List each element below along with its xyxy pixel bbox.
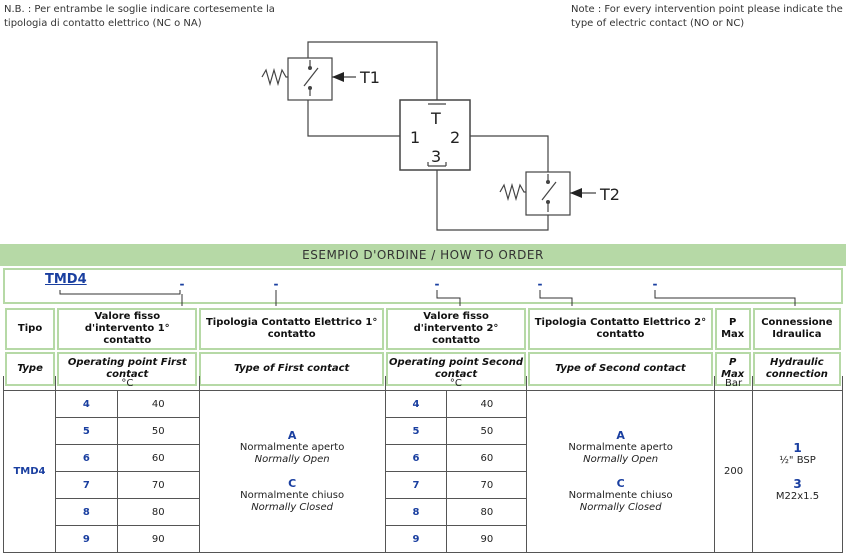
units-blank-4 [752, 376, 843, 391]
point-value-2-row-5: 80 [446, 498, 528, 526]
contact-a-en-2: Normally Open [583, 453, 659, 465]
point-value-1-row-6: 90 [116, 525, 200, 553]
connection-1-code: 1 [793, 441, 802, 455]
order-slot-5: - [653, 277, 658, 291]
contact-a-code-1: A [287, 428, 297, 442]
point-value-1-row-5: 80 [116, 498, 200, 526]
port-t: T [430, 109, 441, 128]
contact-c-en-2: Normally Closed [579, 501, 662, 513]
port-1: 1 [410, 128, 420, 147]
contact-type-2: A Normalmente aperto Normally Open C Nor… [526, 390, 716, 553]
point-code-2-row-2: 5 [384, 417, 448, 445]
wiring-diagram: T1 T2 T 1 2 3 [261, 41, 620, 231]
point-value-2-row-4: 70 [446, 471, 528, 499]
order-code-row: TMD4 [3, 268, 843, 304]
point-value-1-row-1: 40 [116, 390, 200, 418]
note-italian: N.B. : Per entrambe le soglie indicare c… [4, 4, 275, 29]
point-code-1-row-1: 4 [54, 390, 118, 418]
point-value-1-row-3: 60 [116, 444, 200, 472]
point-code-2-row-4: 7 [384, 471, 448, 499]
units-blank-1 [3, 376, 56, 391]
label-t1: T1 [359, 68, 380, 87]
units-blank-3 [526, 376, 716, 391]
point-code-2-row-3: 6 [384, 444, 448, 472]
contact-c-code-1: C [288, 476, 297, 490]
hydraulic-connection-values: 1 ½" BSP 3 M22x1.5 [752, 390, 843, 553]
contact-a-en-1: Normally Open [254, 453, 330, 465]
contact-a-it-2: Normalmente aperto [568, 441, 673, 453]
point-code-1-row-6: 9 [54, 525, 118, 553]
point-code-1-row-2: 5 [54, 417, 118, 445]
label-t2: T2 [599, 185, 620, 204]
point-code-1-row-3: 6 [54, 444, 118, 472]
units-blank-2 [198, 376, 386, 391]
units-temp-1: °C [54, 376, 200, 391]
order-model-code: TMD4 [45, 272, 87, 287]
point-code-1-row-4: 7 [54, 471, 118, 499]
point-value-2-row-6: 90 [446, 525, 528, 553]
contact-c-it-1: Normalmente chiuso [240, 489, 345, 501]
contact-a-code-2: A [616, 428, 625, 442]
contact-c-code-2: C [616, 476, 625, 490]
point-code-2-row-5: 8 [384, 498, 448, 526]
contact-a-it-1: Normalmente aperto [239, 441, 345, 453]
port-2: 2 [450, 128, 460, 147]
point-code-1-row-5: 8 [54, 498, 118, 526]
contact-c-en-1: Normally Closed [251, 501, 334, 513]
contact-c-it-2: Normalmente chiuso [568, 489, 673, 501]
header-tipologia-2: Tipologia Contatto Elettrico 2° contatto [528, 308, 713, 350]
connection-3-name: M22x1.5 [775, 491, 820, 502]
note-english: Note : For every intervention point plea… [571, 4, 843, 29]
point-value-2-row-1: 40 [446, 390, 528, 418]
order-values-table: °C °C Bar TMD4 4 40 A Normalmente aperto… [3, 376, 843, 553]
header-valore-1: Valore fisso d'intervento 1° contatto [57, 308, 198, 350]
point-value-2-row-2: 50 [446, 417, 528, 445]
order-slot-4: - [538, 277, 543, 291]
header-tipo: Tipo [5, 308, 56, 350]
header-valore-2: Valore fisso d'intervento 2° contatto [385, 308, 527, 350]
pmax-value: 200 [714, 390, 753, 553]
order-code-lines: - - - - - [59, 277, 796, 306]
order-banner: ESEMPIO D'ORDINE / HOW TO ORDER [0, 244, 846, 266]
contact-type-1: A Normalmente aperto Normally Open C Nor… [198, 390, 386, 553]
connection-1-name: ½" BSP [779, 455, 816, 466]
order-slot-2: - [274, 277, 279, 291]
header-pmax: P Max [714, 308, 751, 350]
header-tipologia-1: Tipologia Contatto Elettrico 1° contatto [199, 308, 384, 350]
order-slot-1: - [180, 277, 185, 291]
point-value-1-row-4: 70 [116, 471, 200, 499]
connection-3-code: 3 [793, 477, 802, 491]
model-cell: TMD4 [3, 390, 56, 553]
point-code-2-row-6: 9 [384, 525, 448, 553]
point-value-1-row-2: 50 [116, 417, 200, 445]
header-connessione: Connessione Idraulica [752, 308, 841, 350]
point-value-2-row-3: 60 [446, 444, 528, 472]
units-pressure: Bar [714, 376, 753, 391]
order-slot-3: - [435, 277, 440, 291]
port-3: 3 [431, 147, 441, 166]
units-temp-2: °C [384, 376, 528, 391]
point-code-2-row-1: 4 [384, 390, 448, 418]
